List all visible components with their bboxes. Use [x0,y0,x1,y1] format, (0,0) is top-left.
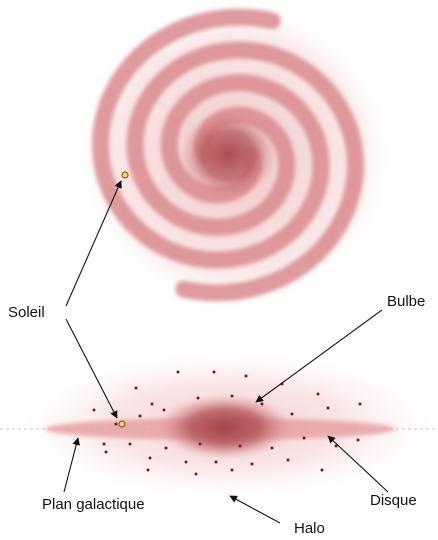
globular-cluster-dot [303,437,306,440]
globular-cluster-dot [129,443,132,446]
face-on-galaxy [80,5,390,305]
globular-cluster-dot [357,439,360,442]
globular-cluster-dot [231,395,234,398]
globular-cluster-dot [239,445,242,448]
globular-cluster-dot [185,461,188,464]
globular-cluster-dot [359,403,362,406]
globular-cluster-dot [287,459,290,462]
label-halo: Halo [294,521,325,536]
label-sun: Soleil [8,305,45,320]
globular-cluster-dot [317,393,320,396]
bulge [159,395,291,459]
label-galactic-plane: Plan galactique [42,497,145,512]
globular-cluster-dot [103,443,106,446]
globular-cluster-dot [163,409,166,412]
globular-cluster-dot [251,463,254,466]
globular-cluster-dot [139,415,142,418]
label-disk: Disque [370,493,417,508]
globular-cluster-dot [151,403,154,406]
globular-cluster-dot [213,371,216,374]
halo-arrow [230,496,280,523]
globular-cluster-dot [115,423,118,426]
globular-cluster-dot [261,403,264,406]
globular-cluster-dot [271,447,274,450]
globular-cluster-dot [177,371,180,374]
globular-cluster-dot [215,461,218,464]
globular-cluster-dot [135,387,138,390]
galactic-core [180,111,276,199]
edge-on-galaxy [0,353,438,497]
globular-cluster-dot [165,447,168,450]
sun-marker-edge-on [119,421,125,427]
globular-cluster-dot [231,469,234,472]
globular-cluster-dot [93,409,96,412]
globular-cluster-dot [321,469,324,472]
globular-cluster-dot [147,469,150,472]
sun-marker-face-on [122,172,128,178]
globular-cluster-dot [105,451,108,454]
globular-cluster-dot [197,397,200,400]
globular-cluster-dot [327,407,330,410]
globular-cluster-dot [245,375,248,378]
globular-cluster-dot [149,457,152,460]
globular-cluster-dot [291,413,294,416]
globular-cluster-dot [199,443,202,446]
globular-cluster-dot [195,473,198,476]
label-bulge: Bulbe [387,294,425,309]
